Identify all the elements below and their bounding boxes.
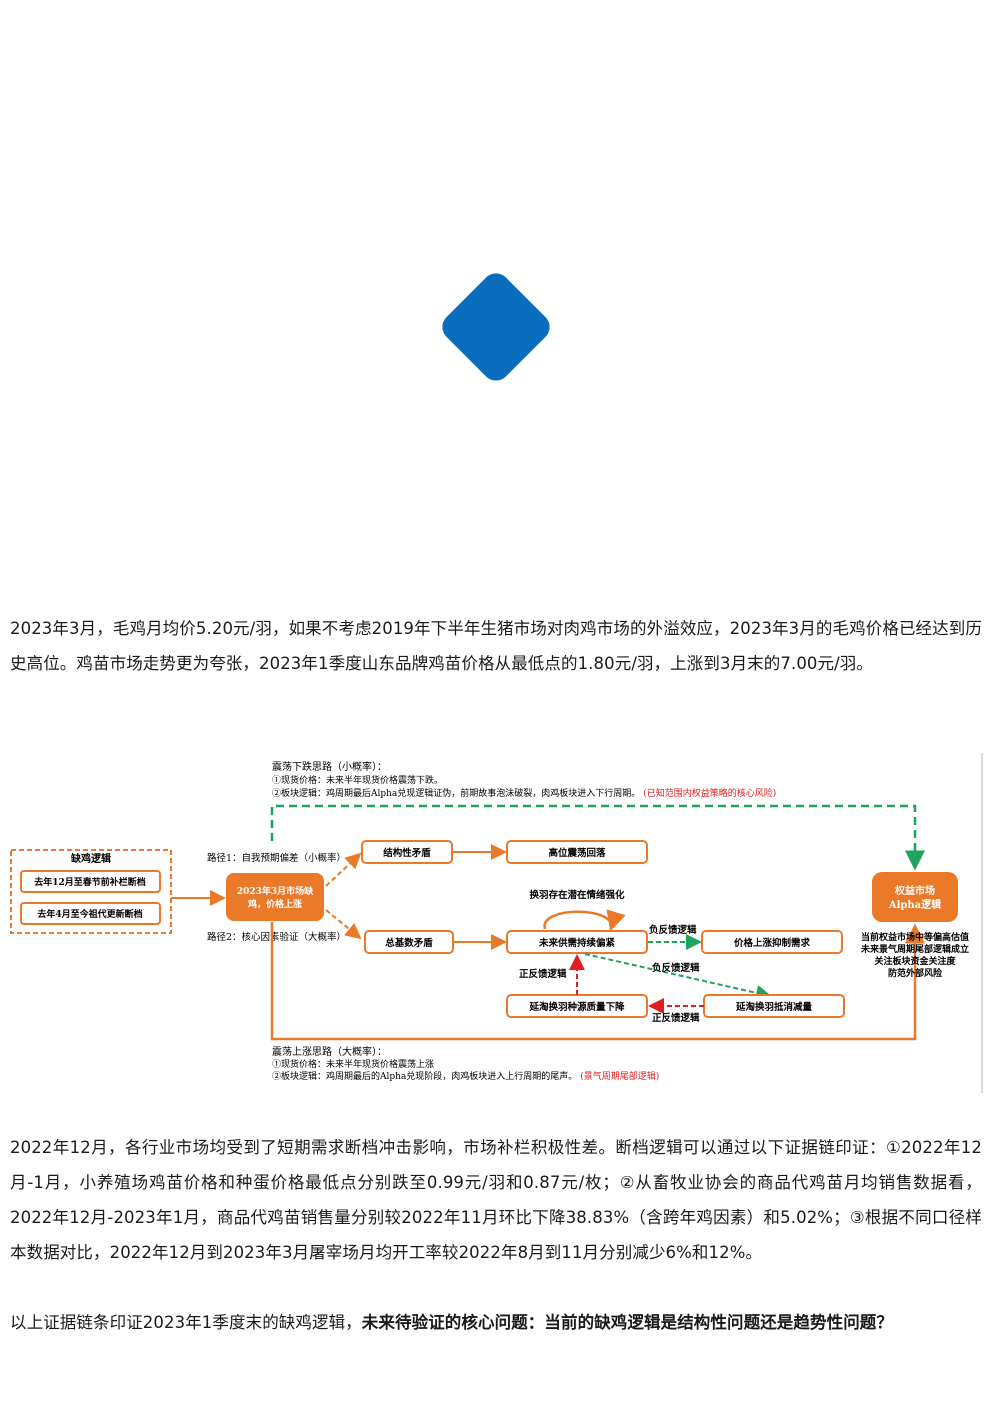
paragraph-evidence-chain: 2022年12月，各行业市场均受到了短期需求断档冲击影响，市场补栏积极性差。断档… [10, 1138, 982, 1262]
high-oscillation-text: 高位震荡回落 [548, 847, 606, 859]
paragraph-core-question: 以上证据链条印证2023年1季度末的缺鸡逻辑，未来待验证的核心问题：当前的缺鸡逻… [10, 1305, 982, 1340]
shortage-item-1: 去年12月至春节前补栏断档 [34, 876, 146, 888]
positive-feedback-label-1: 正反馈逻辑 [519, 968, 567, 980]
right-note-line3: 关注板块资金关注度 [874, 955, 956, 967]
core-question-bold: 未来待验证的核心问题：当前的缺鸡逻辑是结构性问题还是趋势性问题？ [361, 1313, 893, 1332]
price-demand-text: 价格上涨抑制需求 [734, 937, 811, 949]
path1-label: 路径1：自我预期偏差（小概率） [207, 852, 346, 864]
center-market-text-2: 鸡，价格上涨 [247, 898, 303, 910]
top-note-title: 震荡下跌思路（小概率）： [272, 760, 387, 773]
right-note-line4: 防范外部风险 [888, 967, 943, 979]
bottom-note-line2: ②板块逻辑：鸡周期最后的Alpha兑现阶段，肉鸡板块进入上行周期的尾声。 (景气… [272, 1070, 659, 1082]
bottom-note-line2-black: ②板块逻辑：鸡周期最后的Alpha兑现阶段，肉鸡板块进入上行周期的尾声。 [272, 1070, 577, 1082]
future-supply-text: 未来供需持续偏紧 [538, 937, 616, 949]
structural-text: 结构性矛盾 [382, 847, 431, 859]
equity-alpha-line2: Alpha逻辑 [888, 898, 941, 911]
molting-loop-label: 换羽存在潜在情绪强化 [529, 889, 625, 901]
shortage-logic-title: 缺鸡逻辑 [70, 852, 111, 865]
equity-alpha-line1: 权益市场 [894, 884, 935, 897]
equity-alpha-box [872, 872, 958, 922]
positive-feedback-label-2: 正反馈逻辑 [652, 1012, 700, 1024]
future-supply-box [506, 930, 648, 954]
right-note-line2: 未来景气周期尾部逻辑成立 [860, 943, 969, 955]
chicken-shortage-logic-diagram: 震荡下跌思路（小概率）： ①现货价格：未来半年现货价格震荡下跌。 ②板块逻辑：鸡… [10, 753, 983, 1093]
path2-label: 路径2：核心因素验证（大概率） [207, 931, 346, 943]
price-demand-box [701, 930, 843, 954]
top-note-line2-black: ②板块逻辑：鸡周期最后Alpha兑现逻辑证伪，前期故事泡沫破裂，肉鸡板块进入下行… [272, 787, 640, 799]
total-base-text: 总基数矛盾 [385, 937, 433, 949]
shortage-item-1-box [20, 870, 161, 893]
top-note-line2: ②板块逻辑：鸡周期最后Alpha兑现逻辑证伪，前期故事泡沫破裂，肉鸡板块进入下行… [272, 787, 776, 799]
uptrend-orange-path [270, 922, 925, 1041]
bottom-note-title: 震荡上涨思路（大概率）： [272, 1045, 387, 1058]
delay-quality-text: 延淘换羽种源质量下降 [528, 1001, 625, 1013]
center-market-box [226, 873, 324, 921]
negative-feedback-label-1: 负反馈逻辑 [649, 924, 697, 936]
high-oscillation-box [506, 840, 648, 864]
diamond-logo-icon [442, 273, 550, 381]
right-note-line1: 当前权益市场中等偏高估值 [861, 931, 969, 943]
core-question-lead: 以上证据链条印证2023年1季度末的缺鸡逻辑， [10, 1313, 362, 1332]
bottom-note-line2-red: (景气周期尾部逻辑) [580, 1070, 659, 1082]
logo-diamond-shape [442, 273, 550, 381]
delay-offset-text: 延淘换羽抵消减量 [735, 1001, 813, 1013]
negative-feedback-label-2: 负反馈逻辑 [652, 962, 700, 974]
shortage-item-2-box [20, 902, 161, 925]
top-note-line2-red: (已知范围内权益策略的核心风险) [643, 787, 776, 799]
top-note-line1: ①现货价格：未来半年现货价格震荡下跌。 [272, 774, 443, 786]
bottom-note-line1: ①现货价格：未来半年现货价格震荡上涨 [272, 1058, 434, 1070]
paragraph-price-history: 2023年3月，毛鸡月均价5.20元/羽，如果不考虑2019年下半年生猪市场对肉… [10, 619, 982, 673]
downtrend-green-path [270, 804, 925, 871]
center-market-text: 2023年3月市场缺 [237, 885, 314, 897]
shortage-item-2: 去年4月至今祖代更新断档 [37, 908, 142, 920]
